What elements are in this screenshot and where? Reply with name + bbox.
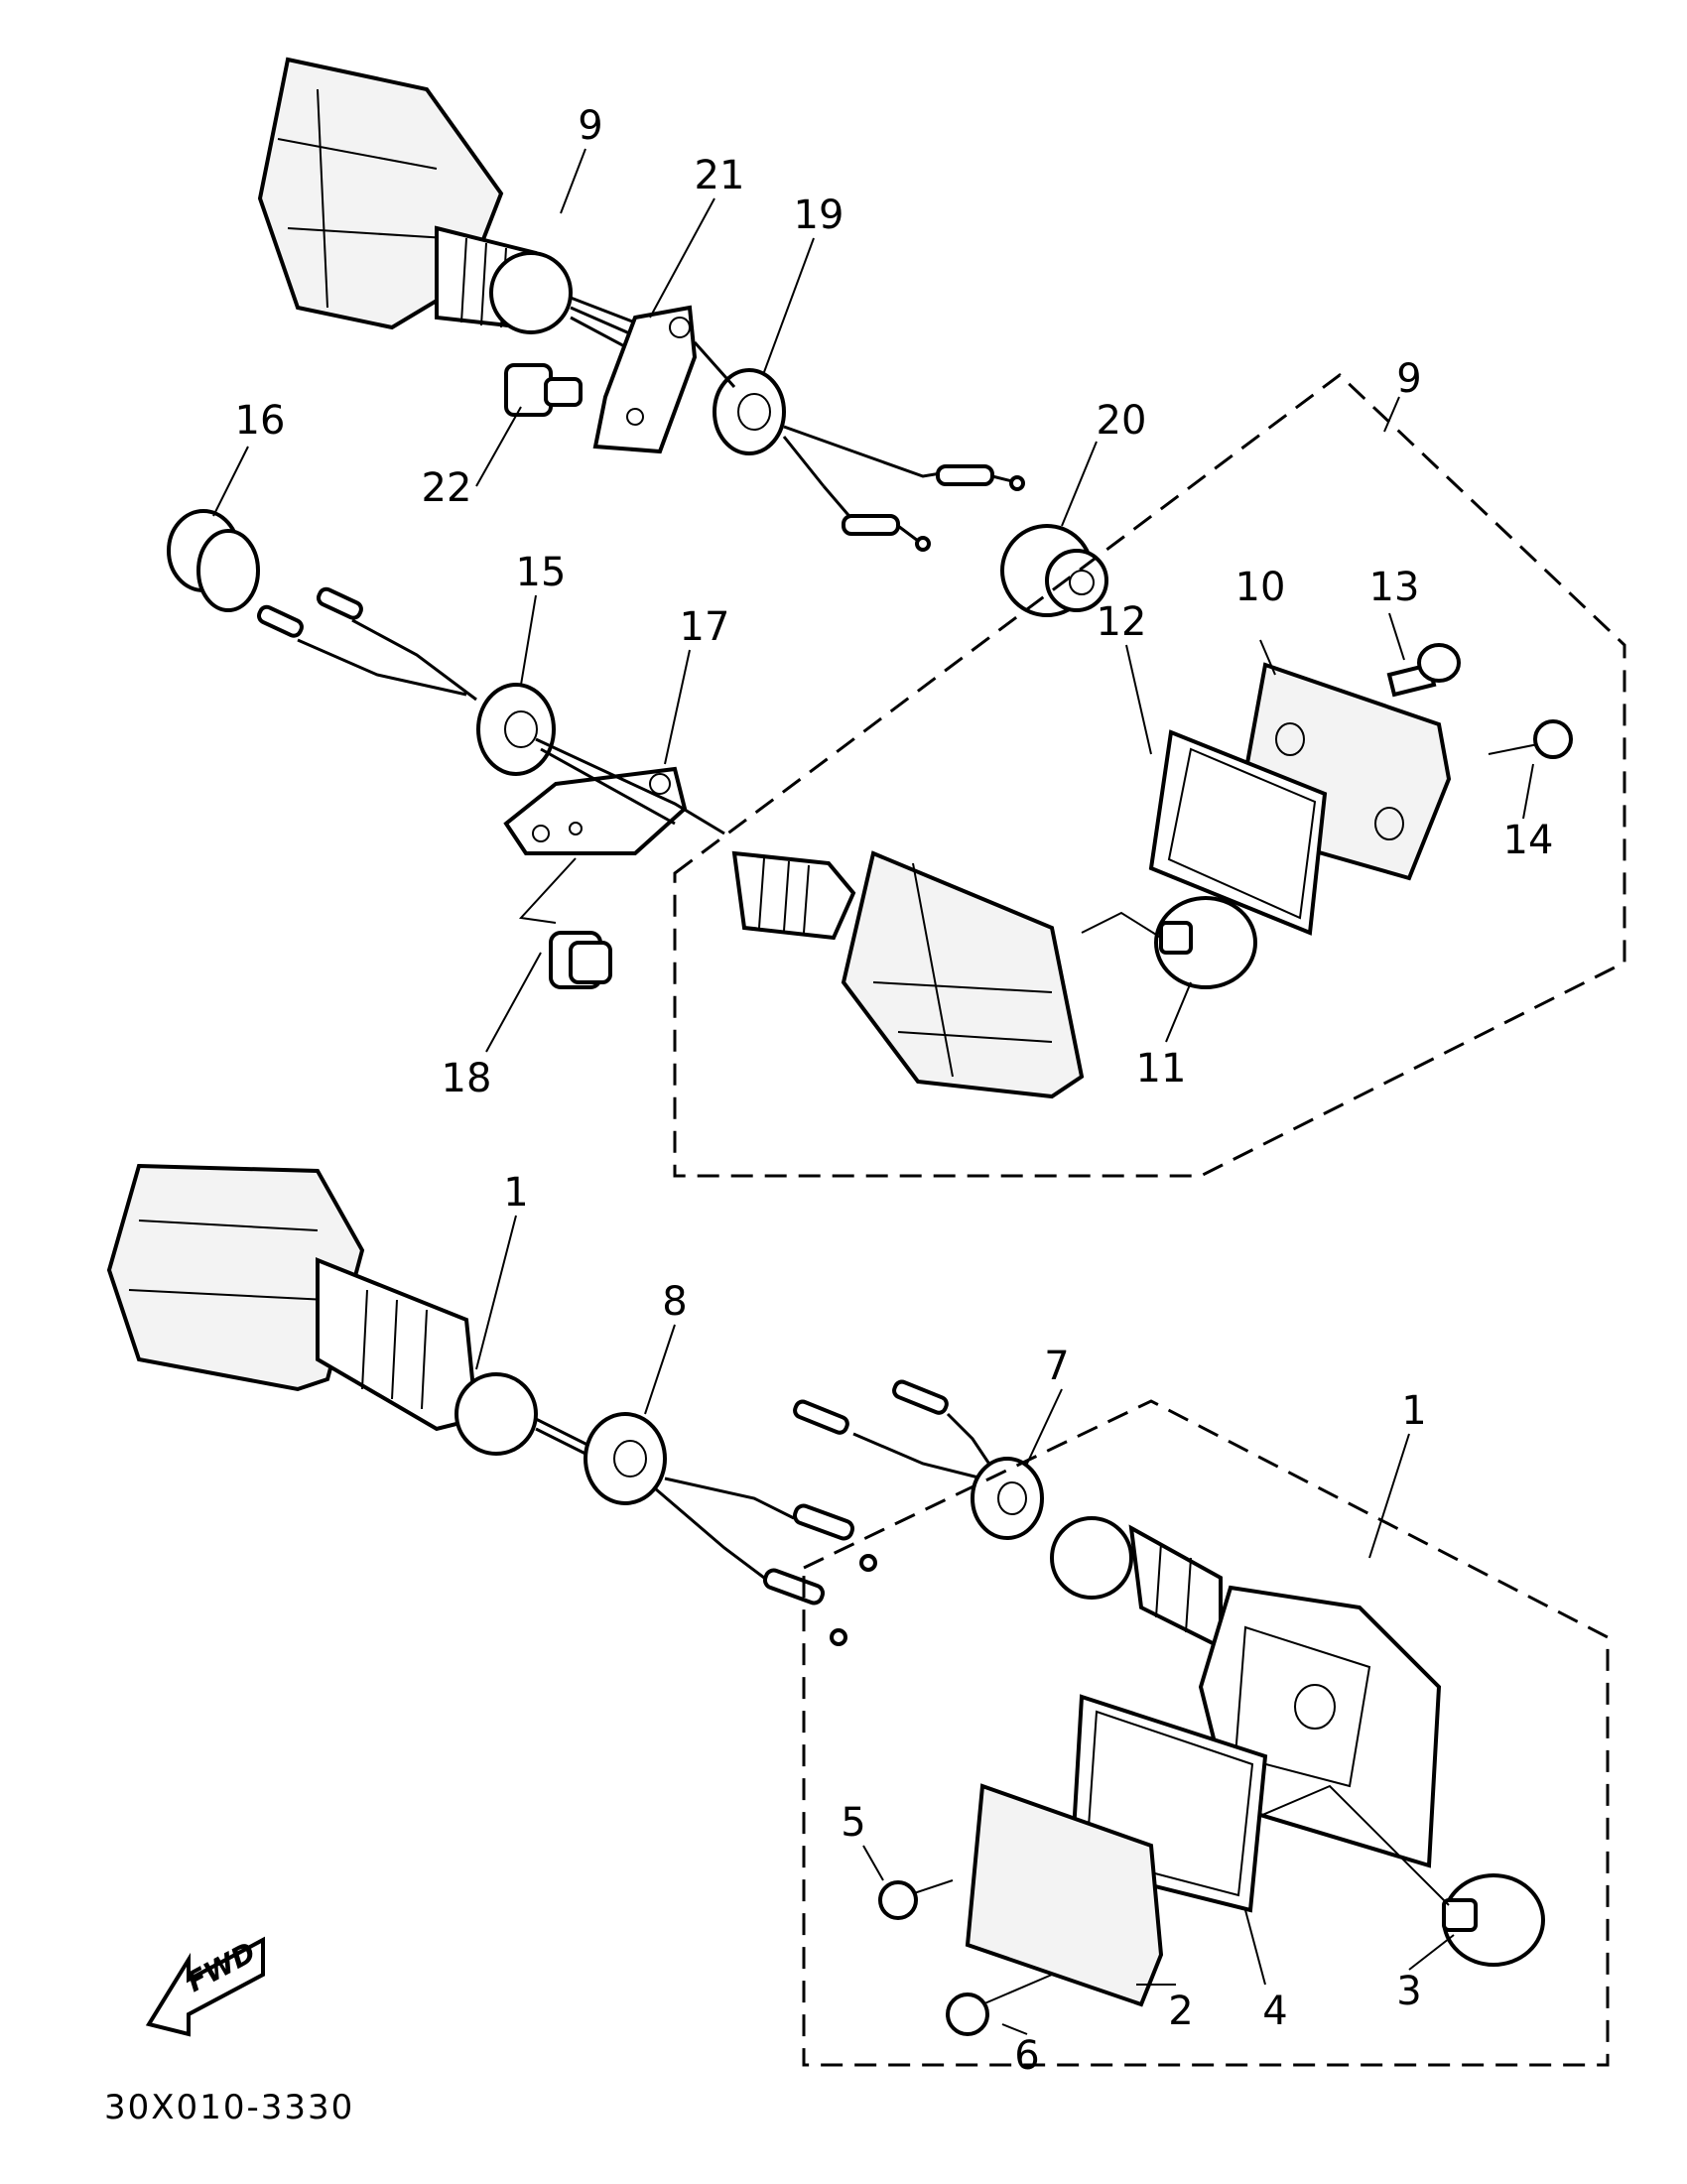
callout-4: 4: [1262, 1989, 1287, 2034]
wire-leads-upper: [822, 450, 1025, 552]
wire-leads-lower-left: [654, 1477, 877, 1646]
callout-11: 11: [1136, 1046, 1187, 1092]
callout-15: 15: [516, 550, 567, 595]
callout-17: 17: [680, 604, 730, 650]
callout-20: 20: [1097, 398, 1147, 444]
bulb-lower: [1259, 1784, 1545, 1967]
callout-7: 7: [1044, 1344, 1069, 1389]
callout-18: 18: [442, 1056, 492, 1101]
callout-2: 2: [1168, 1989, 1193, 2034]
grommet-middle: [476, 683, 556, 776]
lens-gasket-middle: [1148, 729, 1328, 936]
group-outline-9: [673, 373, 1626, 1178]
callout-9-right: 9: [1396, 356, 1421, 402]
callout-14: 14: [1503, 818, 1554, 863]
callout-3: 3: [1396, 1969, 1421, 2014]
callout-16: 16: [235, 398, 286, 444]
callout-22: 22: [422, 465, 472, 511]
forward-direction-arrow: FWD: [145, 1936, 265, 2037]
screw-13: [1386, 643, 1461, 698]
leader-lines: [212, 148, 1534, 2035]
callout-9-upper: 9: [578, 103, 602, 149]
callout-10: 10: [1235, 565, 1286, 610]
grommet-cap: [1000, 524, 1108, 617]
callout-1-lower: 1: [1401, 1388, 1426, 1434]
screw-14: [1488, 719, 1573, 759]
turn-signal-assembly-lower: [106, 1163, 606, 1466]
grommet-upper: [693, 341, 854, 487]
callout-labels: 9 21 19 16 22 20 9 15 17 12 10 13 14 11 …: [235, 103, 1554, 2079]
wire-leads-middle: [256, 586, 477, 702]
lens-panel-lower: [965, 1783, 1164, 2007]
wire-leads-lower-right: [793, 1379, 994, 1480]
callout-6: 6: [1014, 2033, 1039, 2079]
diagram-part-number: 30X010-3330: [104, 2088, 354, 2127]
mounting-bracket-upper: [592, 305, 698, 454]
bolt-upper: [504, 363, 583, 417]
callout-19: 19: [794, 193, 844, 238]
turn-signal-assembly-middle: [535, 737, 1085, 1099]
callout-12: 12: [1097, 599, 1147, 645]
turn-signal-assembly-upper: [257, 57, 651, 359]
screw-6: [946, 1974, 1053, 2036]
bolt-middle: [549, 931, 612, 989]
rubber-cap: [167, 509, 260, 612]
callout-13: 13: [1369, 565, 1420, 610]
callout-5: 5: [841, 1800, 865, 1846]
grommet-lower-right: [971, 1457, 1044, 1540]
callout-1-upper: 1: [503, 1170, 528, 1216]
bulb-middle: [1081, 896, 1257, 989]
mounting-bracket-middle: [503, 766, 688, 924]
callout-8: 8: [662, 1279, 687, 1325]
screw-5: [878, 1879, 954, 1920]
grommet-lower-left: [584, 1412, 667, 1505]
group-outline-1: [802, 1399, 1610, 2067]
callout-21: 21: [695, 153, 745, 198]
